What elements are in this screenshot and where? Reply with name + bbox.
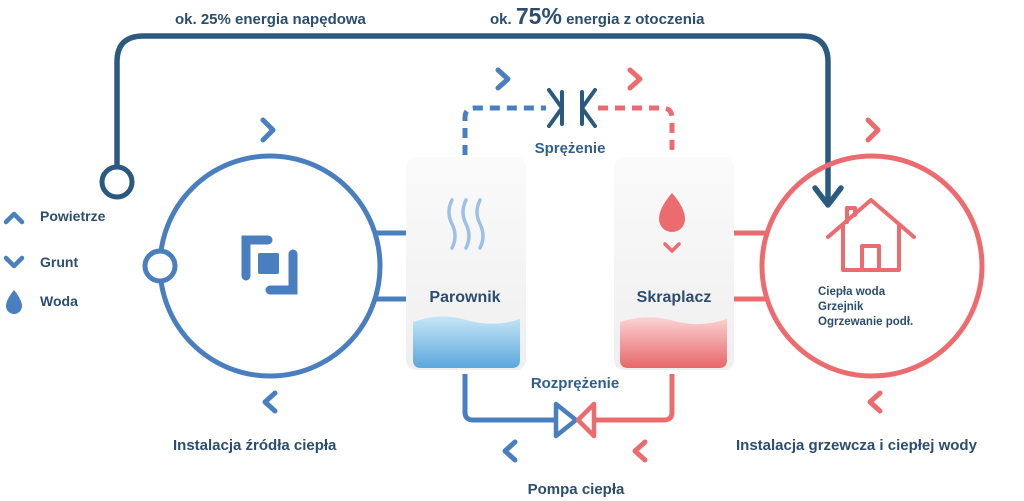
water-drop-icon [659, 193, 685, 232]
expansion-valve-icon [553, 401, 597, 439]
water-drop-icon [6, 290, 22, 314]
source-installation-caption: Instalacja źródła ciepła [173, 437, 337, 454]
energy-input-node [99, 164, 135, 200]
condenser-label: Skraplacz [637, 289, 712, 306]
source-label-water: Woda [40, 293, 78, 309]
heating-installation-caption: Instalacja grzewcza i ciepłej wody [736, 437, 978, 454]
source-label-ground: Grunt [40, 254, 78, 270]
expansion-cold-line [462, 374, 556, 423]
heat-waves-icon [447, 198, 485, 250]
heat-source-icon [241, 235, 298, 295]
chevron-down-icon [3, 255, 25, 269]
expansion-hot-line [592, 374, 675, 423]
heating-use-label: Ciepła woda [818, 286, 886, 298]
house-icon [826, 198, 916, 272]
energy-arrow-head [812, 185, 844, 208]
condenser-tank: Skraplacz [614, 157, 734, 370]
heating-top-chevron-icon [865, 117, 881, 143]
heating-use-label: Grzejnik [818, 301, 864, 313]
compression-cold-chevron-icon [495, 67, 511, 91]
source-top-chevron-icon [260, 117, 276, 143]
source-label-air: Powietrze [40, 208, 106, 224]
evaporator-label: Parownik [429, 289, 500, 306]
heating-use-label: Ogrzewanie podł. [818, 316, 913, 328]
source-input-node [142, 248, 178, 284]
chevron-up-icon [3, 211, 25, 225]
compressor-icon [547, 88, 597, 128]
drive-energy-label: ok. 25% energia napędowa [175, 11, 367, 28]
chevron-down-icon [663, 242, 681, 253]
compression-hot-chevron-icon [627, 67, 643, 91]
compression-cold-line [462, 105, 546, 155]
evaporator-tank: Parownik [406, 157, 526, 370]
heating-loop-circle [759, 153, 985, 379]
compression-hot-line [598, 105, 675, 155]
expansion-label: Rozprężenie [531, 375, 619, 392]
heating-bottom-chevron-icon [867, 390, 883, 414]
compression-label: Sprężenie [535, 140, 606, 157]
energy-flow-line [114, 33, 831, 203]
source-bottom-chevron-icon [262, 390, 278, 414]
heat-pump-label: Pompa ciepła [528, 481, 625, 498]
expansion-hot-chevron-icon [632, 439, 648, 463]
expansion-cold-chevron-icon [502, 439, 518, 463]
ambient-energy-label: ok. 75% energia z otoczenia [490, 3, 705, 29]
